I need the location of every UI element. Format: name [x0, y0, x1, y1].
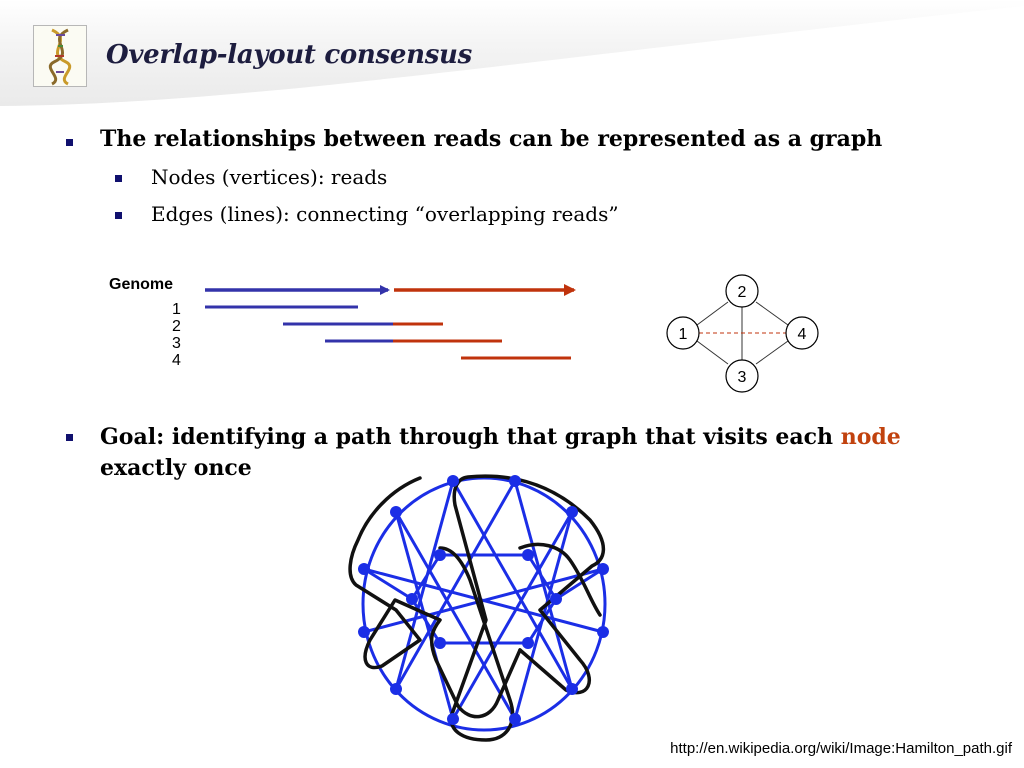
- bullet-text: Nodes (vertices): reads: [151, 165, 388, 189]
- graph-node-4-label: 4: [798, 326, 807, 343]
- dna-helix-icon: [48, 28, 72, 86]
- graph-node-1: [666, 316, 700, 350]
- slide-title: Overlap-layout consensus: [106, 40, 472, 70]
- read-label-2: 2: [172, 318, 181, 335]
- dna-logo: [33, 25, 87, 87]
- source-url[interactable]: http://en.wikipedia.org/wiki/Image:Hamil…: [670, 740, 1012, 757]
- bullet-marker: [115, 175, 122, 182]
- bullet-marker: [115, 212, 122, 219]
- edge-2-4: [755, 301, 789, 326]
- graph-node-3: [725, 359, 759, 393]
- hamilton-path-image: [343, 467, 623, 745]
- read-label-1: 1: [172, 301, 181, 318]
- bullet-nodes: Nodes (vertices): reads: [115, 165, 388, 189]
- bullet-marker: [66, 434, 73, 441]
- bullet-text: Edges (lines): connecting “overlapping r…: [151, 202, 619, 226]
- bullet-relationships: The relationships between reads can be r…: [66, 126, 883, 152]
- path-nodes: [358, 475, 609, 725]
- edge-3-4: [755, 340, 789, 365]
- graph-node-1-label: 1: [679, 326, 688, 343]
- bullet-text: The relationships between reads can be r…: [100, 126, 883, 152]
- graph-node-2: [725, 274, 759, 308]
- reads-figure: Genome 1 2 3 4: [109, 276, 576, 369]
- outer-ring: [361, 476, 607, 732]
- genome-label: Genome: [109, 276, 173, 293]
- edge-1-3: [696, 340, 729, 365]
- bullet-edges: Edges (lines): connecting “overlapping r…: [115, 202, 619, 226]
- overlap-graph: 2 1 4 3: [666, 274, 819, 393]
- graph-node-4: [785, 316, 819, 350]
- graph-node-2-label: 2: [738, 284, 747, 301]
- graph-node-3-label: 3: [738, 369, 747, 386]
- read-label-4: 4: [172, 352, 181, 369]
- edge-1-2: [696, 301, 729, 326]
- bullet-goal: Goal: identifying a path through that gr…: [66, 422, 901, 484]
- goal-text-prefix: Goal: identifying a path through that gr…: [100, 424, 841, 450]
- bullet-marker: [66, 139, 73, 146]
- goal-highlight-node: node: [840, 424, 901, 450]
- black-hamiltonian-path: [348, 474, 606, 742]
- goal-text-suffix: exactly once: [100, 455, 252, 481]
- read-label-3: 3: [172, 335, 181, 352]
- header-curve: [0, 6, 1024, 120]
